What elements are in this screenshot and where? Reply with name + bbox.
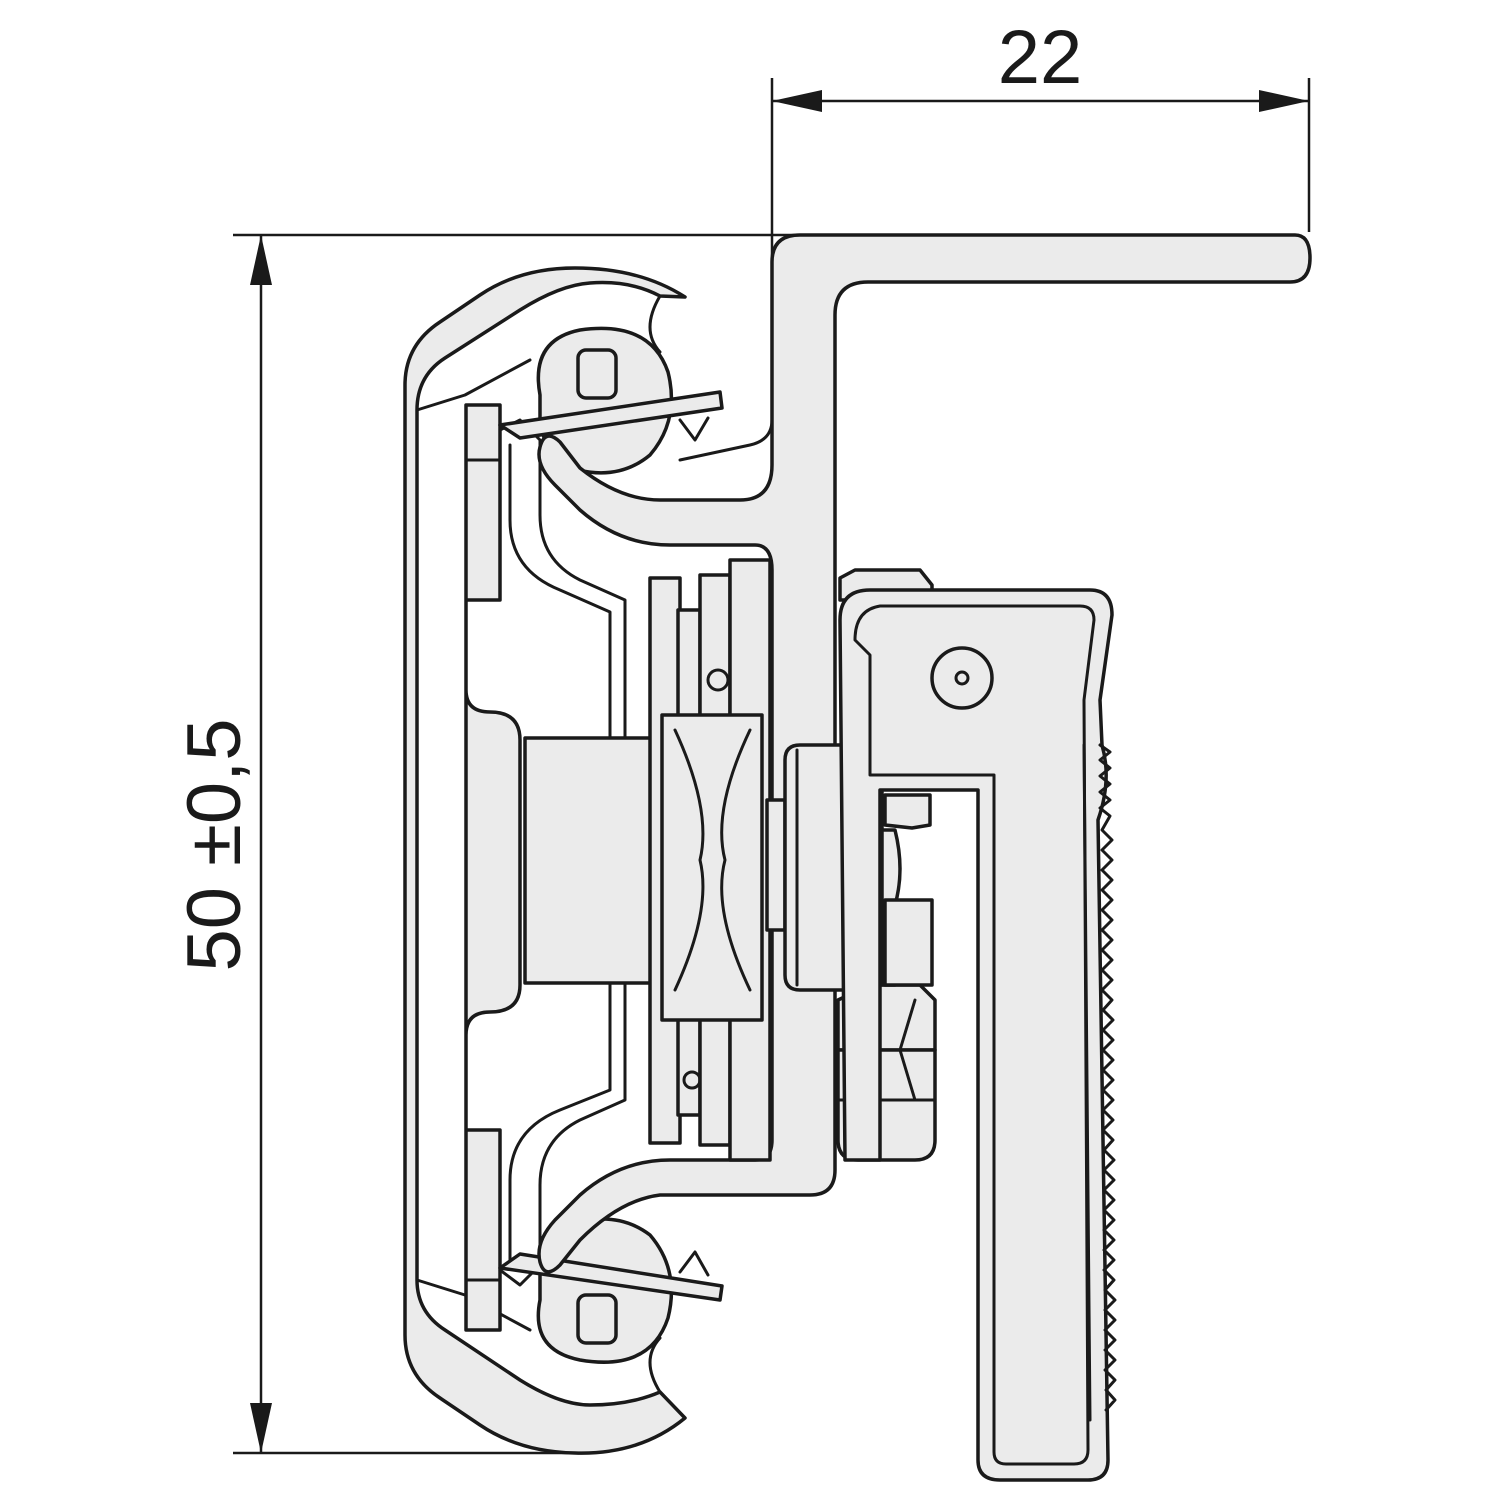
inner-rail	[537, 233, 1312, 1274]
intermediate-rail	[464, 403, 522, 1332]
bottom-roller-assembly	[498, 1217, 724, 1364]
hub-axle	[765, 798, 787, 932]
arrowhead-left	[772, 90, 822, 112]
hex-nut-upper	[883, 793, 932, 830]
lever-pivot	[930, 646, 994, 710]
arrowhead-bottom	[250, 1403, 272, 1453]
lever-body	[838, 588, 1114, 1482]
top-roller-assembly	[498, 326, 724, 475]
hub-pulley-groove	[673, 728, 752, 992]
lever-pivot-center	[954, 670, 970, 686]
top-roller-pin	[576, 348, 618, 400]
lever-grip-edge	[1082, 743, 1092, 1422]
outer-rail	[403, 266, 687, 1455]
inner-rail-bend	[678, 418, 774, 462]
nut-washer	[883, 898, 934, 987]
height-dimension-label: 50 ±0,5	[172, 718, 257, 971]
arrowhead-top	[250, 235, 272, 285]
top-roller-cage-hook	[678, 416, 710, 442]
bottom-roller-cage-hook	[678, 1250, 710, 1277]
release-lever	[838, 588, 1117, 1482]
hub-spacer	[523, 736, 667, 985]
center-hub	[523, 558, 787, 1162]
hub-rivet-bottom	[682, 1070, 702, 1090]
top-roller-cage	[498, 390, 724, 440]
lever-inner-outline	[853, 604, 1096, 1466]
hub-pulley	[660, 713, 764, 1022]
hub-rivet-top	[706, 668, 730, 692]
width-dimension-label: 22	[998, 15, 1083, 100]
arrowhead-right	[1259, 90, 1309, 112]
dimension-height: 50 ±0,5	[172, 233, 795, 1455]
dimension-width: 22	[770, 15, 1311, 262]
bottom-roller-pin	[576, 1293, 618, 1345]
lever-grip-serrations	[1098, 743, 1117, 1412]
